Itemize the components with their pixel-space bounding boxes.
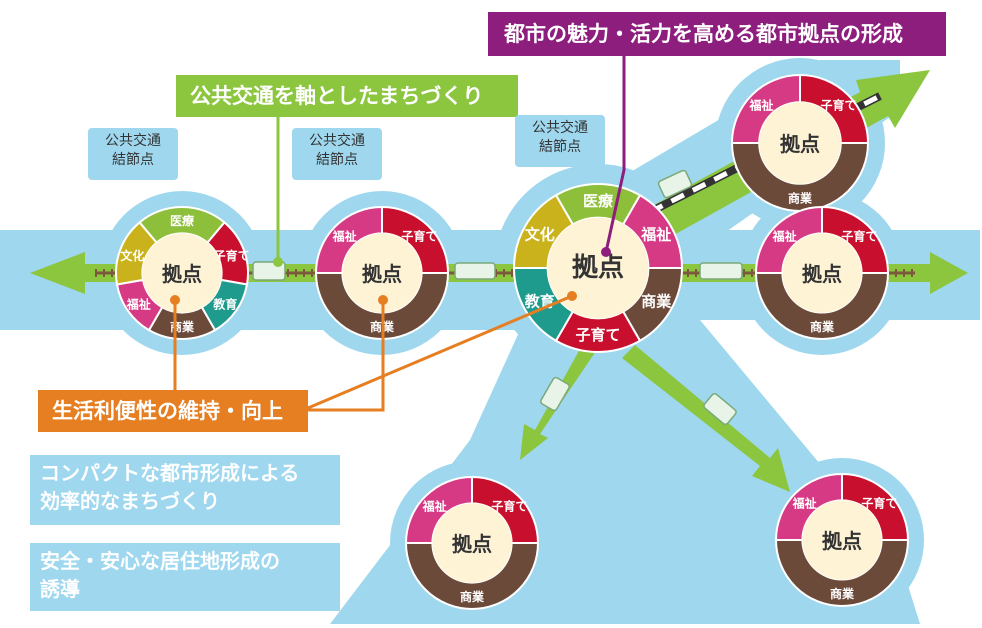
hub-segment-label: 子育て [575, 326, 620, 344]
hub-center-label: 拠点 [362, 262, 402, 286]
note-line: 効率的なまちづくり [40, 489, 220, 513]
hub-segment-label: 福祉 [640, 225, 671, 243]
transit-node-tag: 公共交通 結節点 [292, 128, 382, 180]
hub-segment-label: 子育て [861, 496, 897, 511]
transit-axis-callout: 公共交通を軸としたまちづくり [176, 75, 518, 117]
tag-line: 結節点 [316, 152, 358, 168]
se-route-arrow [622, 345, 790, 492]
train-icon [699, 262, 743, 280]
hub-segment-label: 福祉 [422, 499, 447, 514]
hub-center-label: 拠点 [780, 132, 820, 156]
hub-center-label: 拠点 [822, 529, 862, 553]
purple-leader [604, 56, 626, 253]
hub-segment-label: 福祉 [749, 98, 774, 113]
tag-line: 公共交通 [532, 120, 588, 136]
hub-center [142, 233, 222, 313]
hub-segment-label: 子育て [820, 98, 856, 113]
note-line: コンパクトな都市形成による [40, 461, 300, 485]
hub-segment-label: 教育 [524, 293, 555, 311]
tag-line: 結節点 [539, 139, 581, 155]
hub-segment-label: 商業 [641, 293, 672, 311]
hub-center [782, 233, 862, 313]
hub-center-label: 拠点 [162, 262, 202, 286]
hub-segment-label: 商業 [788, 190, 813, 205]
hub-segment-label: 子育て [214, 248, 250, 263]
hub-center [759, 102, 841, 184]
city-hub-callout: 都市の魅力・活力を高める都市拠点の形成 [488, 12, 946, 56]
transit-node-tag: 公共交通 結節点 [515, 115, 605, 167]
hub-center-label: 拠点 [572, 252, 624, 283]
tag-line: 結節点 [112, 152, 154, 168]
note-line: 安全・安心な居住地形成の [40, 549, 280, 573]
note-line: 誘導 [40, 577, 80, 601]
hub-segment-label: 商業 [810, 319, 835, 334]
hub-segment-label: 文化 [120, 248, 144, 263]
hub-segment-label: 子育て [841, 229, 877, 244]
hub-segment-label: 医療 [583, 192, 614, 210]
hub-segment-label: 商業 [460, 589, 485, 604]
hub-segment-label: 福祉 [332, 229, 357, 244]
hub-segment-label: 医療 [170, 213, 194, 228]
hub-segment-label: 福祉 [772, 229, 797, 244]
trains [252, 169, 743, 426]
tag-line: 公共交通 [105, 133, 161, 149]
hub-segment-label: 福祉 [126, 296, 151, 311]
hub-center [802, 500, 882, 580]
hub-center-label: 拠点 [452, 532, 492, 556]
hub-segment-label: 商業 [830, 586, 855, 601]
train-icon [454, 262, 496, 280]
bus-icon [657, 169, 693, 199]
tag-line: 公共交通 [309, 133, 365, 149]
hub-center [342, 233, 422, 313]
hub-segment-label: 教育 [212, 296, 237, 311]
transit-node-tag: 公共交通 結節点 [88, 128, 178, 180]
hub-center [432, 503, 512, 583]
hub-node: 福祉子育て商業拠点 [314, 205, 450, 340]
hub-segment-label: 子育て [491, 499, 527, 514]
hub-segment-label: 子育て [401, 229, 437, 244]
compact-city-note: コンパクトな都市形成による 効率的なまちづくり [30, 455, 340, 525]
safe-residence-note: 安全・安心な居住地形成の 誘導 [30, 543, 340, 611]
hub-center-label: 拠点 [802, 262, 842, 286]
hub-segment-label: 文化 [525, 225, 555, 243]
bus-icon [540, 376, 570, 412]
convenience-callout: 生活利便性の維持・向上 [38, 390, 308, 432]
bus-icon [703, 392, 737, 426]
orange-leader-hub [307, 294, 573, 410]
hub-segment-label: 福祉 [792, 496, 817, 511]
